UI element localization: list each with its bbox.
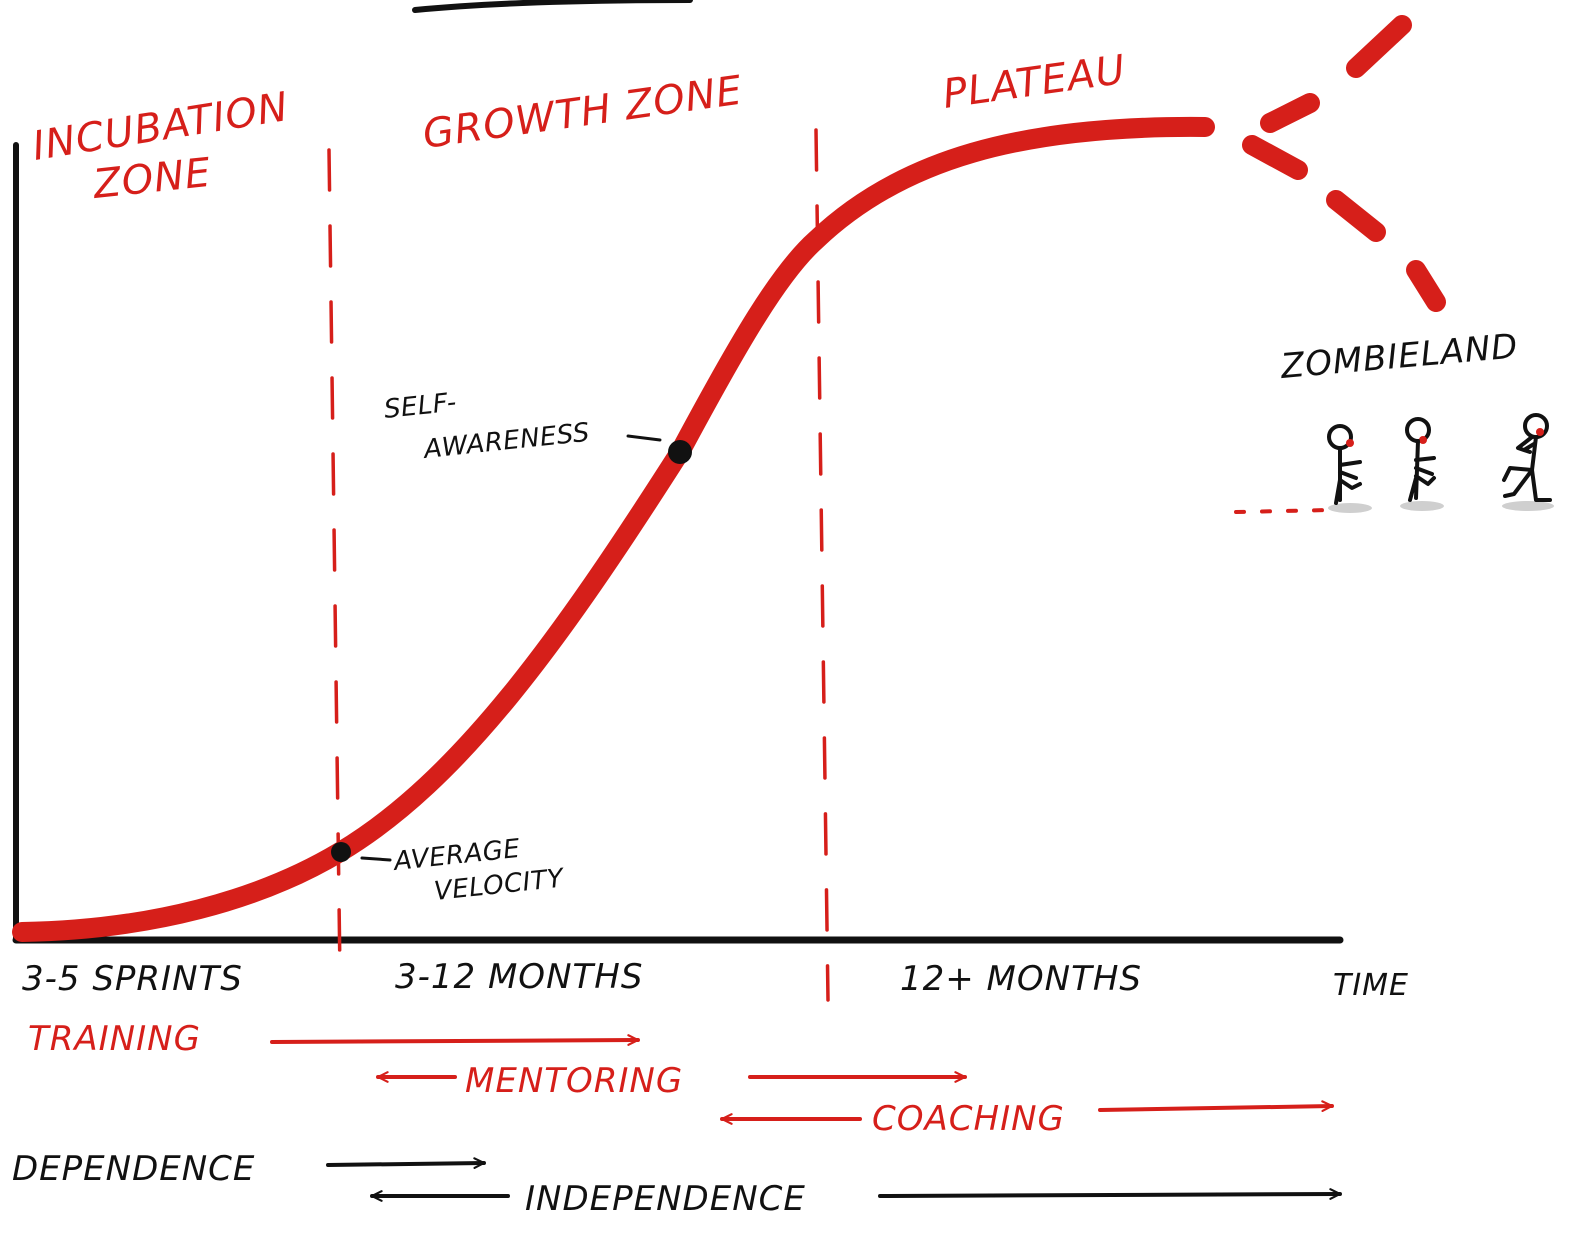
coaching-label: COACHING [872, 1099, 1065, 1139]
independence-arrow-right [878, 1188, 1342, 1200]
time-segment-1-label: 3-5 SPRINTS [22, 959, 243, 999]
divider-incubation-growth [327, 148, 342, 977]
fork-dash-2 [1346, 15, 1412, 78]
zombie-2 [1405, 417, 1436, 502]
fork-dash-4 [1326, 190, 1386, 242]
average-velocity-dot [331, 842, 351, 862]
plateau-label: PLATEAU [940, 47, 1129, 118]
training-arrow [270, 1034, 640, 1046]
time-segment-2-label: 3-12 MONTHS [395, 957, 643, 997]
self-awareness-dot [668, 440, 692, 464]
time-axis-label: TIME [1333, 968, 1409, 1003]
zombieland-label: ZOMBIELAND [1278, 326, 1520, 387]
zombie-shadow-1 [1328, 503, 1372, 513]
zombie-1 [1327, 424, 1362, 505]
self-awareness-leader [626, 434, 662, 442]
zombie-shadow-2 [1400, 501, 1444, 511]
fork-dash-5 [1406, 260, 1446, 312]
fork-dash-3 [1242, 135, 1308, 180]
incubation-zone-label-line2: ZONE [90, 150, 213, 208]
dependence-label: DEPENDENCE [12, 1149, 255, 1189]
training-label: TRAINING [28, 1019, 201, 1059]
independence-label: INDEPENDENCE [525, 1179, 806, 1219]
zombie-shadow-3 [1502, 501, 1554, 511]
mentoring-label: MENTORING [465, 1061, 683, 1101]
dependence-arrow [326, 1157, 486, 1169]
growth-curve [12, 116, 1215, 942]
self-awareness-label-line2: AWARENESS [421, 418, 592, 465]
coaching-arrow-right [1098, 1100, 1334, 1113]
zombie-group [1234, 413, 1554, 514]
average-velocity-leader [360, 856, 392, 862]
divider-growth-plateau [814, 128, 830, 1002]
zombie-3 [1502, 413, 1552, 502]
zombie-ground-trail [1234, 508, 1332, 514]
growth-zone-label: GROWTH ZONE [420, 68, 745, 158]
self-awareness-label-line1: SELF- [383, 388, 459, 425]
time-segment-3-label: 12+ MONTHS [900, 959, 1142, 999]
fork-dash-1 [1260, 93, 1320, 133]
top-edge-stroke [412, 0, 693, 13]
